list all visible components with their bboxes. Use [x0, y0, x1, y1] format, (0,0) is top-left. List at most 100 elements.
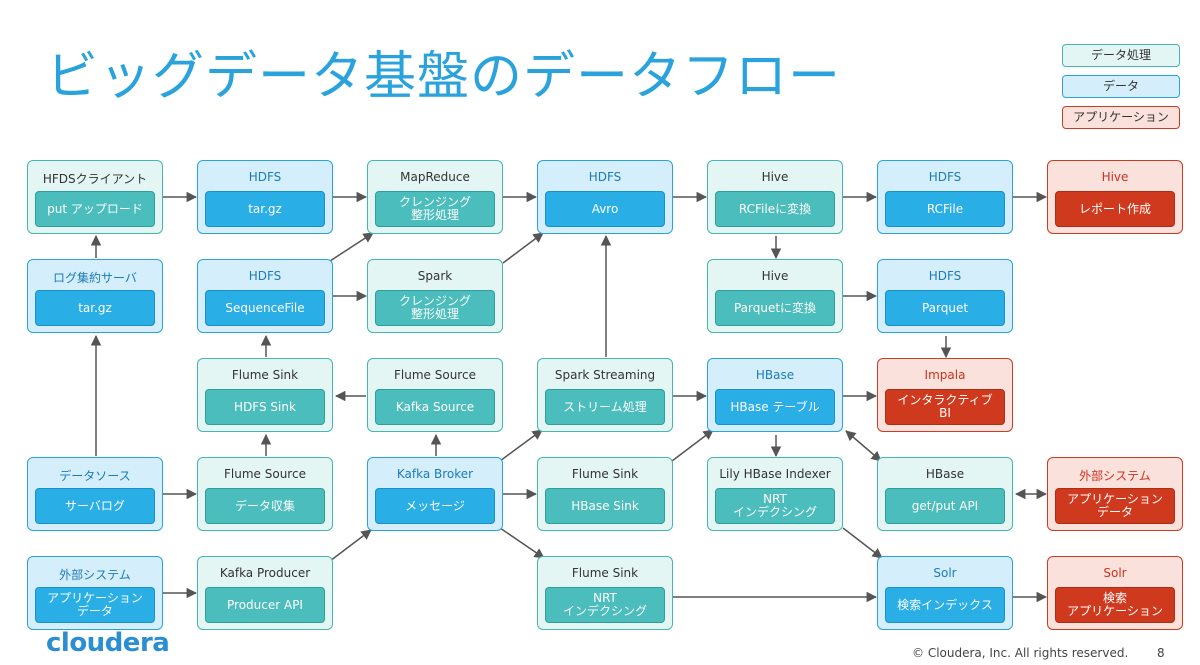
node-solr-app: Solr 検索 アプリケーション: [1047, 556, 1183, 630]
node-header: Lily HBase Indexer: [719, 467, 831, 481]
copyright-footer: © Cloudera, Inc. All rights reserved.: [912, 646, 1129, 660]
node-header: Solr: [933, 566, 957, 580]
node-flume-sink-nrt: Flume Sink NRT インデクシング: [537, 556, 673, 630]
node-header: Spark: [417, 269, 453, 283]
node-body: RCFileに変換: [715, 191, 835, 227]
node-header: Flume Source: [224, 467, 306, 481]
node-body: メッセージ: [375, 488, 495, 524]
node-header: HDFS: [248, 170, 282, 184]
node-header: Impala: [924, 368, 966, 382]
page-number: 8: [1157, 646, 1165, 660]
node-body: Parquet: [885, 290, 1005, 326]
node-kafka-broker: Kafka Broker メッセージ: [367, 457, 503, 531]
node-flume-source-kafka: Flume Source Kafka Source: [367, 358, 503, 432]
page-title: ビッグデータ基盤のデータフロー: [46, 47, 842, 107]
arrow-hbasesink-to-hbase: [671, 429, 714, 462]
arrow-producer-to-broker: [329, 529, 372, 562]
node-header: Kafka Producer: [219, 566, 311, 580]
node-hdfs-parquet: HDFS Parquet: [877, 259, 1013, 333]
node-header: MapReduce: [400, 170, 470, 184]
node-body: SequenceFile: [205, 290, 325, 326]
node-external-system-app: 外部システム アプリケーション データ: [1047, 457, 1183, 531]
node-flume-sink-hdfs: Flume Sink HDFS Sink: [197, 358, 333, 432]
node-impala: Impala インタラクティブ BI: [877, 358, 1013, 432]
node-header: HDFS: [928, 269, 962, 283]
node-hive-parquet: Hive Parquetに変換: [707, 259, 843, 333]
node-body: クレンジング 整形処理: [375, 290, 495, 326]
node-spark-streaming: Spark Streaming ストリーム処理: [537, 358, 673, 432]
node-kafka-producer: Kafka Producer Producer API: [197, 556, 333, 630]
node-body: インタラクティブ BI: [885, 389, 1005, 425]
arrow-hbase-hbaseapi: [845, 430, 882, 462]
node-header: 外部システム: [1079, 469, 1151, 483]
node-solr-index: Solr 検索インデックス: [877, 556, 1013, 630]
node-header: データソース: [59, 469, 131, 483]
node-header: Hive: [1101, 170, 1129, 184]
cloudera-logo: cloudera: [46, 628, 170, 658]
node-body: RCFile: [885, 191, 1005, 227]
node-header: HBase: [925, 467, 965, 481]
arrow-lily-to-solr: [842, 527, 883, 559]
node-flume-sink-hbase: Flume Sink HBase Sink: [537, 457, 673, 531]
node-body: Kafka Source: [375, 389, 495, 425]
node-hbase-table: HBase HBase テーブル: [707, 358, 843, 432]
arrow-seq-to-mapreduce: [329, 232, 374, 262]
node-hdfs-targz: HDFS tar.gz: [197, 160, 333, 234]
node-spark: Spark クレンジング 整形処理: [367, 259, 503, 333]
node-flume-source-collect: Flume Source データ収集: [197, 457, 333, 531]
legend-application: アプリケーション: [1062, 106, 1180, 129]
legend-data: データ: [1062, 75, 1180, 98]
arrow-broker-to-nrtsink: [499, 527, 545, 559]
node-body: HDFS Sink: [205, 389, 325, 425]
node-body: アプリケーション データ: [35, 587, 155, 623]
node-header: HBase: [755, 368, 795, 382]
node-hive-report: Hive レポート作成: [1047, 160, 1183, 234]
node-body: アプリケーション データ: [1055, 488, 1175, 524]
node-hdfs-avro: HDFS Avro: [537, 160, 673, 234]
node-mapreduce: MapReduce クレンジング 整形処理: [367, 160, 503, 234]
node-header: HFDSクライアント: [42, 172, 148, 186]
node-header: Kafka Broker: [396, 467, 474, 481]
node-header: Solr: [1103, 566, 1127, 580]
node-body: NRT インデクシング: [545, 587, 665, 623]
node-log-server: ログ集約サーバ tar.gz: [27, 259, 163, 333]
legend-processing: データ処理: [1062, 44, 1180, 67]
node-hbase-api: HBase get/put API: [877, 457, 1013, 531]
node-header: ログ集約サーバ: [53, 271, 137, 285]
node-body: get/put API: [885, 488, 1005, 524]
node-body: 検索インデックス: [885, 587, 1005, 623]
node-datasource: データソース サーバログ: [27, 457, 163, 531]
node-body: サーバログ: [35, 488, 155, 524]
node-body: データ収集: [205, 488, 325, 524]
node-body: NRT インデクシング: [715, 488, 835, 524]
node-body: HBase Sink: [545, 488, 665, 524]
node-body: Parquetに変換: [715, 290, 835, 326]
node-external-system-src: 外部システム アプリケーション データ: [27, 556, 163, 630]
node-header: Flume Source: [394, 368, 476, 382]
node-body: tar.gz: [205, 191, 325, 227]
node-hdfs-client: HFDSクライアント put アップロード: [27, 160, 163, 234]
node-hdfs-rcfile: HDFS RCFile: [877, 160, 1013, 234]
node-hdfs-seqfile: HDFS SequenceFile: [197, 259, 333, 333]
node-header: Flume Sink: [571, 467, 639, 481]
node-body: 検索 アプリケーション: [1055, 587, 1175, 623]
node-body: tar.gz: [35, 290, 155, 326]
node-header: HDFS: [928, 170, 962, 184]
node-header: HDFS: [248, 269, 282, 283]
node-header: Hive: [761, 170, 789, 184]
arrow-spark-to-avro: [502, 232, 544, 264]
node-header: Spark Streaming: [554, 368, 656, 382]
node-header: Flume Sink: [571, 566, 639, 580]
node-body: ストリーム処理: [545, 389, 665, 425]
node-body: Avro: [545, 191, 665, 227]
arrow-broker-to-streaming: [499, 429, 543, 462]
node-header: 外部システム: [59, 568, 131, 582]
node-body: HBase テーブル: [715, 389, 835, 425]
node-body: Producer API: [205, 587, 325, 623]
node-header: Hive: [761, 269, 789, 283]
node-header: HDFS: [588, 170, 622, 184]
node-body: put アップロード: [35, 191, 155, 227]
node-hive-rcfile: Hive RCFileに変換: [707, 160, 843, 234]
node-body: レポート作成: [1055, 191, 1175, 227]
